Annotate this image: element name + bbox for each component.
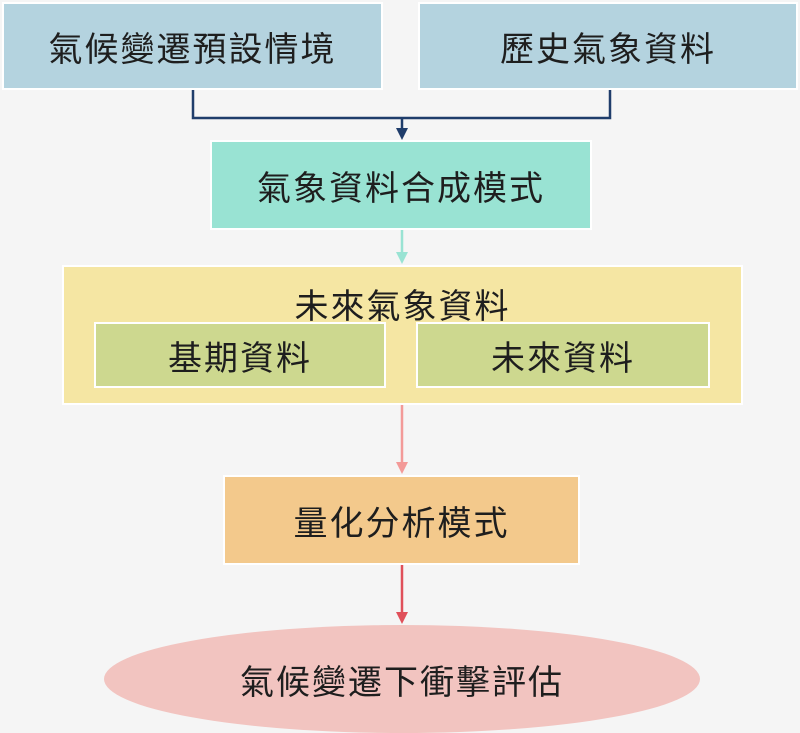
synthesis-box: 氣象資料合成模式 [210,140,592,230]
synthesis-label: 氣象資料合成模式 [257,168,545,209]
scenario-box: 氣候變遷預設情境 [2,2,383,90]
scenario-label: 氣候變遷預設情境 [48,29,337,70]
merge-connector [191,90,612,120]
future-label: 未來資料 [491,338,635,379]
baseline-box: 基期資料 [94,322,386,388]
baseline-label: 基期資料 [168,338,312,379]
impact-ellipse: 氣候變遷下衝擊評估 [104,625,700,733]
impact-label: 氣候變遷下衝擊評估 [240,662,564,703]
future-box: 未來資料 [416,322,710,388]
quant-model-label: 量化分析模式 [293,503,510,544]
future-weather-label: 未來氣象資料 [294,287,511,327]
historical-box: 歷史氣象資料 [418,2,798,90]
historical-label: 歷史氣象資料 [500,29,716,70]
quant-model-box: 量化分析模式 [223,475,580,565]
